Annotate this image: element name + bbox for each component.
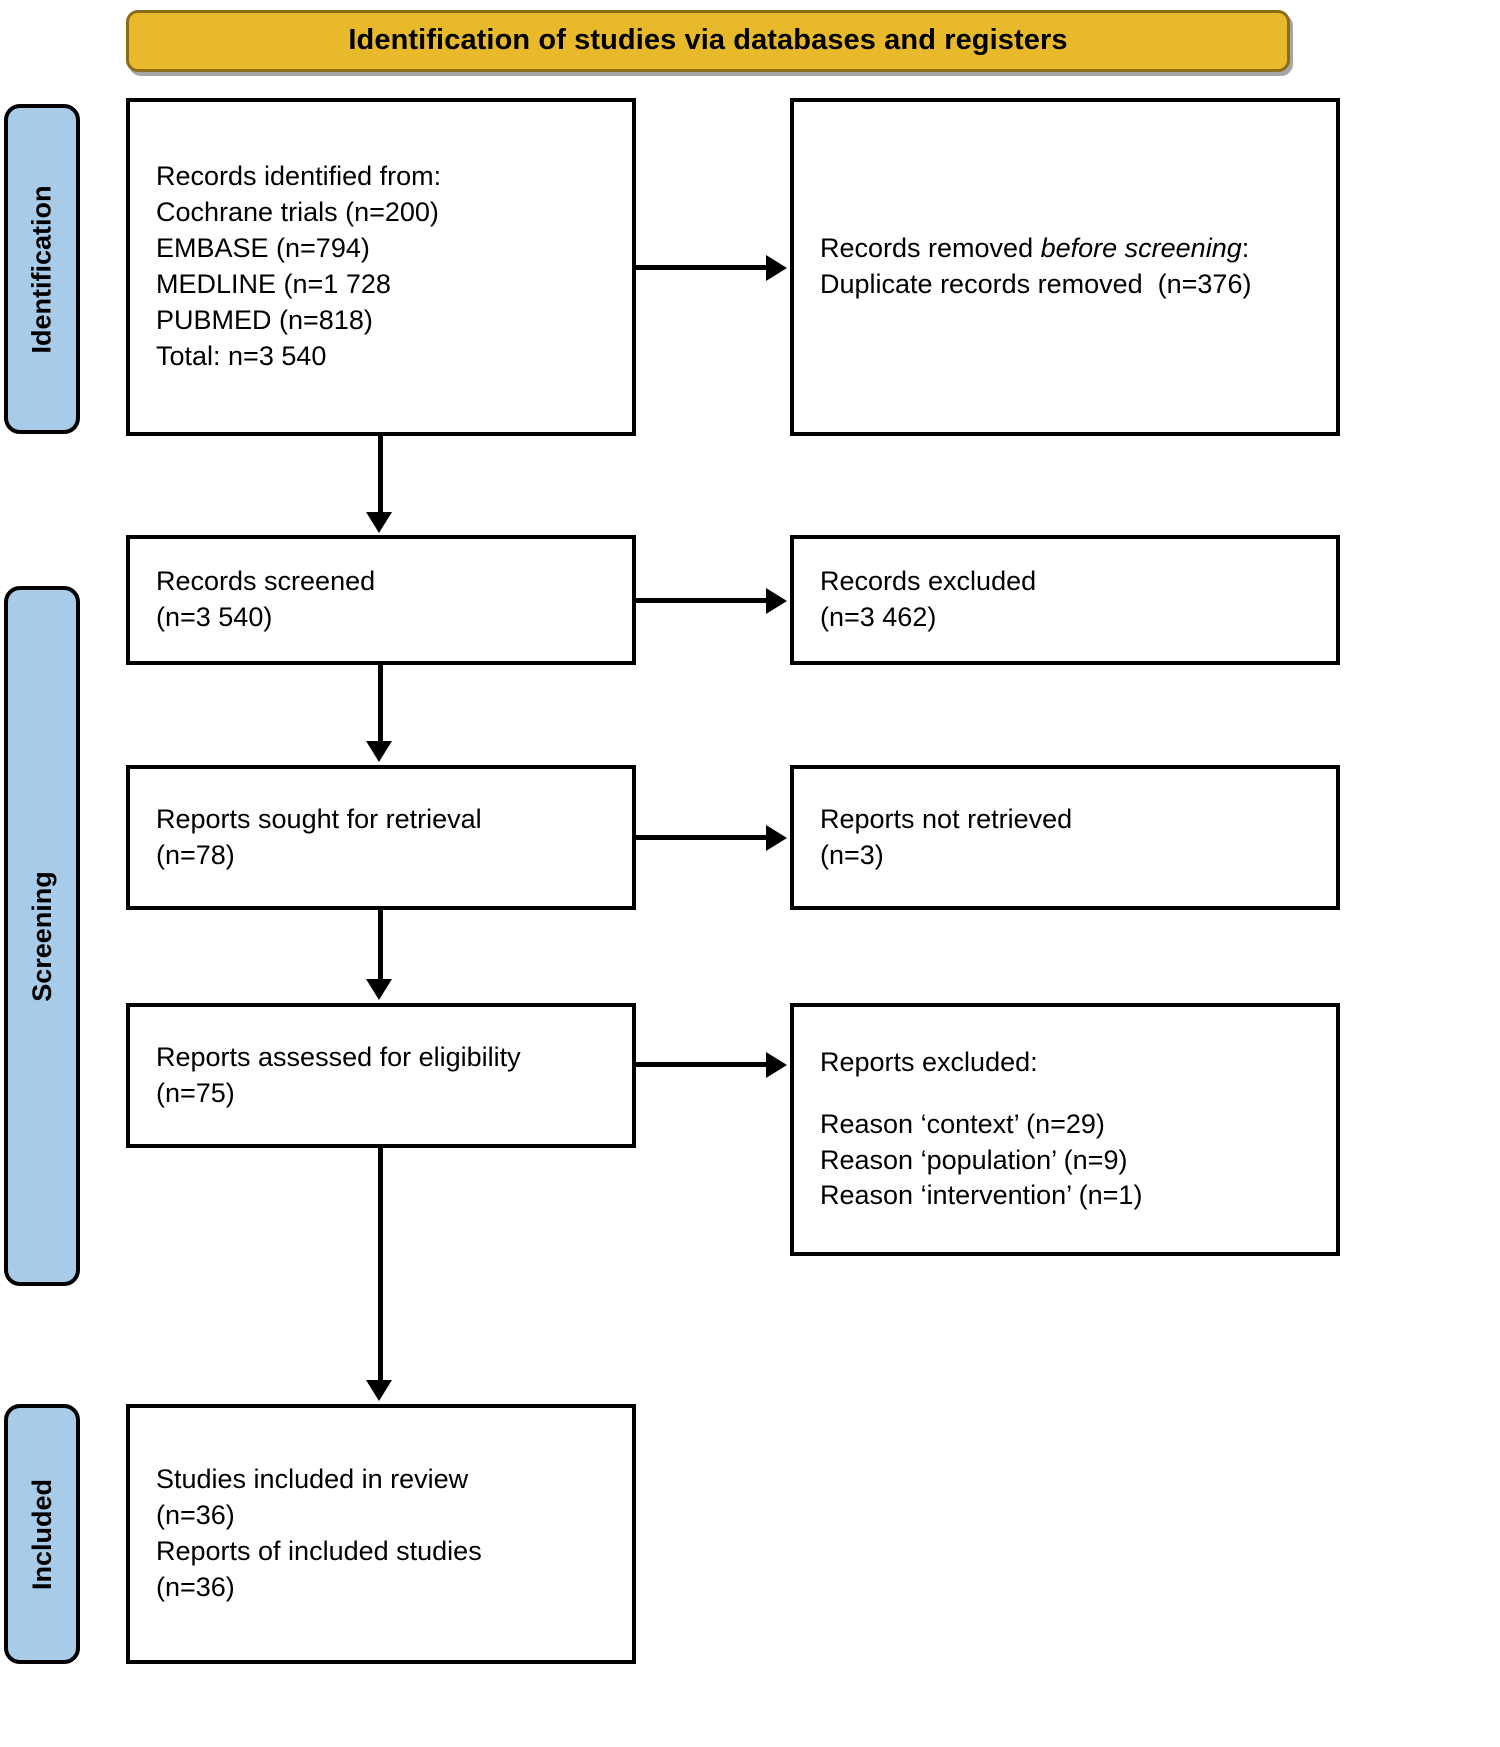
connector-screened-to-excluded bbox=[636, 598, 768, 603]
box-records-identified: Records identified from: Cochrane trials… bbox=[126, 98, 636, 436]
arrowhead-identified-to-screened-icon bbox=[366, 512, 392, 533]
reports-sought-label: Reports sought for retrieval bbox=[156, 803, 482, 834]
records-removed-line-2: Duplicate records removed (n=376) bbox=[820, 269, 1252, 299]
stage-label-screening-text: Screening bbox=[26, 870, 57, 1002]
reports-assessed-label: Reports assessed for eligibility bbox=[156, 1041, 521, 1072]
arrowhead-assessed-to-reports-excluded-icon bbox=[766, 1052, 787, 1078]
studies-included-count: (n=36) bbox=[156, 1500, 235, 1531]
box-reports-not-retrieved: Reports not retrieved (n=3) bbox=[790, 765, 1340, 910]
diagram-title: Identification of studies via databases … bbox=[348, 24, 1068, 57]
records-identified-line-1: Records identified from: bbox=[156, 161, 442, 192]
stage-label-included: Included bbox=[4, 1404, 80, 1664]
reports-excluded-reason-1: Reason ‘context’ (n=29) bbox=[820, 1108, 1105, 1139]
reports-excluded-spacer bbox=[820, 1081, 1324, 1107]
reports-included-label: Reports of included studies bbox=[156, 1536, 482, 1566]
box-reports-assessed: Reports assessed for eligibility (n=75) bbox=[126, 1003, 636, 1148]
reports-assessed-count: (n=75) bbox=[156, 1077, 235, 1108]
arrowhead-sought-to-not-retrieved-icon bbox=[766, 825, 787, 851]
reports-not-retrieved-label: Reports not retrieved bbox=[820, 803, 1073, 834]
stage-label-included-text: Included bbox=[26, 1478, 57, 1590]
records-screened-count: (n=3 540) bbox=[156, 602, 273, 632]
connector-identified-to-screened bbox=[378, 436, 383, 514]
connector-assessed-to-reports-excluded bbox=[636, 1062, 768, 1067]
arrowhead-screened-to-excluded-icon bbox=[766, 588, 787, 614]
reports-included-count: (n=36) bbox=[156, 1571, 235, 1602]
connector-screened-to-sought bbox=[378, 665, 383, 743]
stage-label-identification-text: Identification bbox=[26, 185, 57, 353]
connector-assessed-to-included bbox=[378, 1148, 383, 1382]
records-excluded-count: (n=3 462) bbox=[820, 602, 937, 632]
stage-label-screening: Screening bbox=[4, 586, 80, 1286]
records-identified-line-5: PUBMED (n=818) bbox=[156, 304, 373, 335]
reports-excluded-reason-3: Reason ‘intervention’ (n=1) bbox=[820, 1180, 1143, 1211]
reports-not-retrieved-count: (n=3) bbox=[820, 839, 884, 870]
records-identified-line-3: EMBASE (n=794) bbox=[156, 233, 370, 264]
records-excluded-label: Records excluded bbox=[820, 566, 1037, 597]
connector-sought-to-not-retrieved bbox=[636, 835, 768, 840]
diagram-header-banner: Identification of studies via databases … bbox=[126, 10, 1290, 72]
reports-excluded-heading: Reports excluded: bbox=[820, 1046, 1038, 1077]
records-screened-label: Records screened bbox=[156, 566, 376, 597]
studies-included-label: Studies included in review bbox=[156, 1464, 469, 1495]
reports-excluded-reason-2: Reason ‘population’ (n=9) bbox=[820, 1144, 1128, 1175]
box-reports-sought: Reports sought for retrieval (n=78) bbox=[126, 765, 636, 910]
box-records-screened: Records screened (n=3 540) bbox=[126, 535, 636, 665]
arrowhead-screened-to-sought-icon bbox=[366, 741, 392, 762]
stage-label-identification: Identification bbox=[4, 104, 80, 434]
box-records-removed: Records removed before screening: Duplic… bbox=[790, 98, 1340, 436]
records-removed-italic: before screening bbox=[1040, 233, 1242, 264]
box-records-excluded: Records excluded (n=3 462) bbox=[790, 535, 1340, 665]
connector-identified-to-removed bbox=[636, 265, 768, 270]
records-identified-line-2: Cochrane trials (n=200) bbox=[156, 197, 439, 228]
reports-sought-count: (n=78) bbox=[156, 839, 235, 870]
records-removed-suffix: : bbox=[1241, 233, 1250, 264]
box-studies-included: Studies included in review (n=36) Report… bbox=[126, 1404, 636, 1664]
arrowhead-identified-to-removed-icon bbox=[766, 255, 787, 281]
records-removed-prefix: Records removed bbox=[820, 233, 1041, 264]
records-identified-line-4: MEDLINE (n=1 728 bbox=[156, 269, 391, 299]
records-removed-line-1: Records removed before screening: bbox=[820, 231, 1324, 267]
box-reports-excluded: Reports excluded: Reason ‘context’ (n=29… bbox=[790, 1003, 1340, 1256]
arrowhead-sought-to-assessed-icon bbox=[366, 979, 392, 1000]
records-identified-line-6: Total: n=3 540 bbox=[156, 340, 327, 371]
connector-sought-to-assessed bbox=[378, 910, 383, 981]
arrowhead-assessed-to-included-icon bbox=[366, 1380, 392, 1401]
